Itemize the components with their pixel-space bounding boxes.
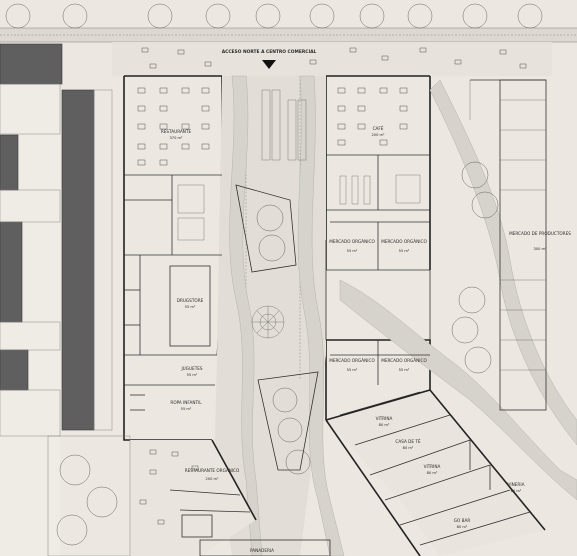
svg-text:370 m²: 370 m² <box>170 136 184 140</box>
west-block-rooms <box>124 174 222 411</box>
svg-text:80 m²: 80 m² <box>427 471 438 475</box>
label-mercado-org-4: MERCADO ORGÁNICO 55 m² <box>381 358 427 372</box>
svg-text:80 m²: 80 m² <box>403 446 414 450</box>
tree-icon <box>462 3 488 29</box>
tree-icon <box>471 191 499 219</box>
svg-text:80 m²: 80 m² <box>379 423 390 427</box>
svg-text:200 m²: 200 m² <box>206 477 220 481</box>
tree-icon <box>86 486 118 518</box>
svg-text:55 m²: 55 m² <box>187 373 198 377</box>
tree-icon <box>451 316 479 344</box>
svg-text:MERCADO ORGÁNICO: MERCADO ORGÁNICO <box>329 358 375 363</box>
restaurant-tables <box>137 87 210 166</box>
center-block-rooms <box>325 154 431 385</box>
svg-text:VINERIA: VINERIA <box>508 482 525 487</box>
southeast-retail <box>325 389 546 556</box>
svg-text:VITRINA: VITRINA <box>376 416 393 421</box>
neighbor-buildings-west <box>0 43 113 556</box>
tree-icon <box>359 3 385 29</box>
tree-icon <box>407 3 433 29</box>
bottom-block <box>199 539 331 556</box>
tree-icon <box>272 387 298 413</box>
svg-text:VITRINA: VITRINA <box>424 464 441 469</box>
tree-icon <box>517 3 543 29</box>
space-labels: RESTAURANTE 370 m² CAFÉ 200 m² MERCADO O… <box>161 126 571 553</box>
tree-icon <box>464 346 492 374</box>
svg-text:RESTAURANTE: RESTAURANTE <box>161 129 192 134</box>
label-gobar: GO BAR 80 m² <box>454 518 471 529</box>
label-juguetes: JUGUETES 55 m² <box>180 366 202 377</box>
tree-icon <box>458 286 486 314</box>
svg-text:RESTAURANTE ORGÁNICO: RESTAURANTE ORGÁNICO <box>185 468 240 473</box>
landscape-path <box>297 75 345 556</box>
east-plaza-trees <box>451 161 499 374</box>
spiral-stair-icon <box>251 305 285 339</box>
producer-stalls <box>469 79 547 411</box>
svg-text:300 m²: 300 m² <box>534 247 548 251</box>
label-casa-te: CASA DE TÉ 80 m² <box>395 439 420 450</box>
label-mercado-org-1: MERCADO ORGÁNICO 55 m² <box>329 239 375 253</box>
label-restaurant-s: RESTAURANTE ORGÁNICO 200 m² <box>185 468 240 481</box>
tree-icon <box>309 3 335 29</box>
svg-text:CAFÉ: CAFÉ <box>373 126 384 131</box>
svg-text:ROPA INFANTIL: ROPA INFANTIL <box>170 400 202 405</box>
tree-icon <box>277 417 303 443</box>
plaza-tables <box>141 47 527 69</box>
svg-text:MERCADO ORGÁNICO: MERCADO ORGÁNICO <box>381 239 427 244</box>
svg-text:55 m²: 55 m² <box>185 305 196 309</box>
entrance-label: ACCESO NORTE A CENTRO COMERCIAL <box>222 49 317 55</box>
svg-text:MERCADO DE PRODUCTORES: MERCADO DE PRODUCTORES <box>509 231 571 236</box>
north-plaza <box>112 42 552 76</box>
tree-icon <box>255 3 281 29</box>
label-panaderia: PANADERIA <box>250 548 274 553</box>
svg-text:55 m²: 55 m² <box>181 407 192 411</box>
label-mercado-org-2: MERCADO ORGÁNICO 55 m² <box>381 239 427 253</box>
label-restaurant-n: RESTAURANTE 370 m² <box>161 129 192 140</box>
svg-text:DRUGSTORE: DRUGSTORE <box>177 298 204 303</box>
svg-text:80 m²: 80 m² <box>457 525 468 529</box>
svg-text:GO BAR: GO BAR <box>454 518 471 523</box>
svg-text:55 m²: 55 m² <box>399 249 410 253</box>
landscape-path <box>339 279 577 501</box>
cafe-tables <box>337 87 408 146</box>
street-trees <box>5 3 543 29</box>
label-drugstore: DRUGSTORE 55 m² <box>177 298 204 309</box>
svg-text:200 m²: 200 m² <box>372 133 386 137</box>
entrance-arrow-icon <box>262 60 276 69</box>
planter <box>257 371 319 471</box>
tree-icon <box>62 3 88 29</box>
label-vitrina-2: VITRINA 80 m² <box>424 464 441 475</box>
tree-icon <box>461 161 489 189</box>
label-vinoteca: VINERIA 80 m² <box>508 482 525 493</box>
svg-text:MERCADO ORGÁNICO: MERCADO ORGÁNICO <box>329 239 375 244</box>
tree-icon <box>56 514 88 546</box>
svg-text:80 m²: 80 m² <box>511 489 522 493</box>
label-mercado-org-3: MERCADO ORGÁNICO 55 m² <box>329 358 375 372</box>
svg-text:JUGUETES: JUGUETES <box>180 366 202 371</box>
svg-text:MERCADO ORGÁNICO: MERCADO ORGÁNICO <box>381 358 427 363</box>
tree-icon <box>59 454 91 486</box>
label-boutique: ROPA INFANTIL 55 m² <box>170 400 202 411</box>
svg-text:55 m²: 55 m² <box>347 249 358 253</box>
svg-text:55 m²: 55 m² <box>399 368 410 372</box>
label-vitrina-1: VITRINA 80 m² <box>376 416 393 427</box>
courtyard-southwest <box>47 435 131 556</box>
tree-icon <box>256 204 284 232</box>
tree-icon <box>285 449 311 475</box>
planter <box>235 184 297 273</box>
svg-text:CASA DE TÉ: CASA DE TÉ <box>395 439 420 444</box>
label-mercado-prod: MERCADO DE PRODUCTORES 300 m² <box>509 231 571 251</box>
southwest-restaurant <box>130 439 257 556</box>
tree-icon <box>205 3 231 29</box>
tree-icon <box>5 3 31 29</box>
escalators <box>261 89 307 161</box>
tree-icon <box>147 3 173 29</box>
tree-icon <box>258 234 286 262</box>
svg-text:55 m²: 55 m² <box>347 368 358 372</box>
label-cafe: CAFÉ 200 m² <box>372 126 386 137</box>
street-north <box>0 27 577 43</box>
